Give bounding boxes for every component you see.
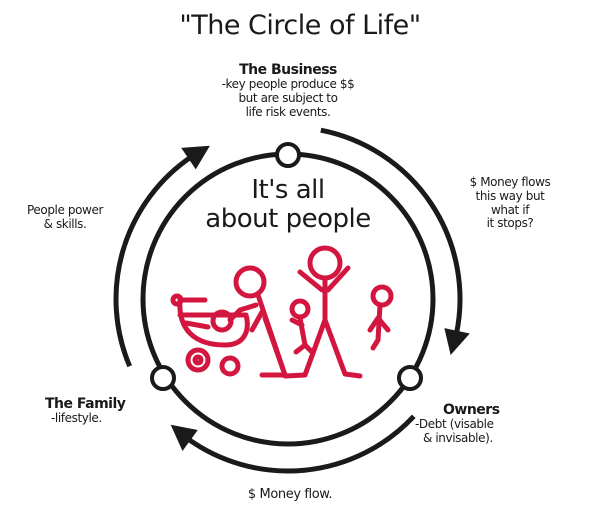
adult-figure-2: [282, 245, 363, 379]
business-line: but are subject to: [238, 91, 338, 106]
owners-line: -Debt (visable: [415, 417, 494, 432]
arrowhead-icon: [444, 328, 470, 355]
owners-line: & invisable).: [423, 431, 493, 446]
family-label: The Family -lifestyle.: [45, 394, 155, 426]
flow-right-line: it stops?: [486, 216, 534, 231]
business-label: The Business -key people produce $$ but …: [188, 60, 388, 120]
flow-left-line: People power: [27, 203, 103, 217]
arrowhead-icon: [170, 424, 198, 452]
center-text-line: It's all: [251, 175, 325, 205]
pram-icon: [170, 293, 250, 377]
people-power-label: People power & skills.: [10, 203, 120, 232]
family-heading: The Family: [45, 396, 126, 412]
flow-left-line: & skills.: [43, 216, 87, 231]
node-owners: [397, 365, 423, 391]
family-line: -lifestyle.: [51, 411, 102, 426]
flow-right-line: $ Money flows: [469, 175, 551, 189]
owners-label: Owners -Debt (visable & invisable).: [415, 400, 535, 446]
owners-heading: Owners: [443, 402, 500, 418]
flow-arc-right: [320, 127, 463, 336]
node-family: [150, 365, 176, 391]
center-text-line: about people: [205, 203, 371, 234]
node-business: [275, 142, 301, 168]
business-heading: The Business: [239, 62, 337, 78]
center-text: It's all about people: [188, 176, 388, 233]
family-figures-illustration: [170, 245, 394, 379]
flow-arc-bottom: [185, 414, 416, 474]
business-line: -key people produce $$: [221, 77, 355, 92]
flow-right-line: this way but: [475, 188, 545, 203]
child-figure-1: [289, 298, 315, 355]
arrowhead-icon: [181, 145, 210, 170]
money-flow-label: $ Money flow.: [200, 487, 380, 503]
diagram-title: "The Circle of Life": [179, 10, 421, 41]
business-line: life risk events.: [245, 104, 331, 119]
flow-arc-left: [113, 154, 194, 368]
flow-bottom-text: $ Money flow.: [247, 487, 333, 502]
adult-figure-1: [227, 265, 288, 378]
child-figure-2: [367, 284, 394, 351]
money-flows-label: $ Money flows this way but what if it st…: [445, 175, 575, 231]
flow-right-line: what if: [490, 202, 530, 217]
